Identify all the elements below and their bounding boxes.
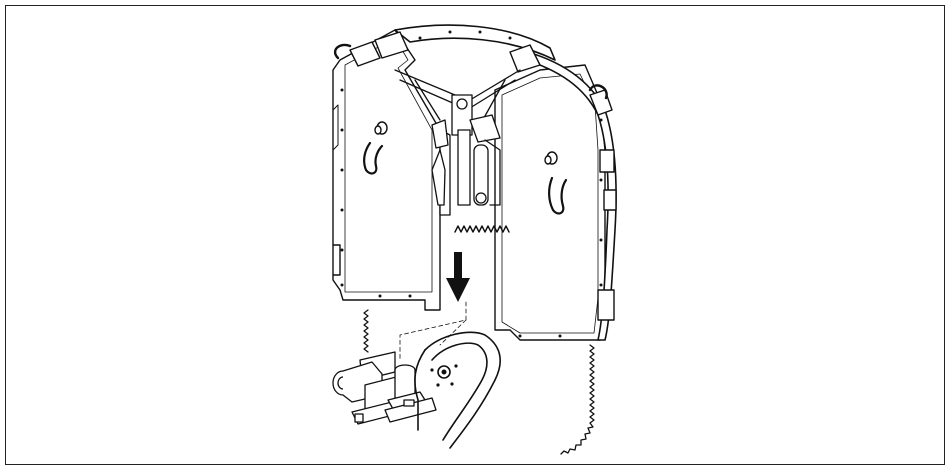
left-panel-handle xyxy=(363,141,384,175)
down-arrow-icon xyxy=(446,252,470,302)
top-arm xyxy=(333,24,617,341)
blade-teeth-upper xyxy=(454,225,510,233)
panel-rivets xyxy=(340,30,603,338)
right-panel-handle xyxy=(548,176,568,215)
alignment-guides xyxy=(399,301,467,361)
right-guard-panel xyxy=(494,64,606,341)
bearing-unit xyxy=(384,364,437,423)
left-guard-panel xyxy=(332,29,441,311)
blade-teeth-right xyxy=(560,344,595,455)
figure-frame xyxy=(5,5,945,465)
center-linkage xyxy=(394,69,521,216)
belt-pulley xyxy=(414,331,501,449)
blade-teeth-left xyxy=(363,309,369,353)
